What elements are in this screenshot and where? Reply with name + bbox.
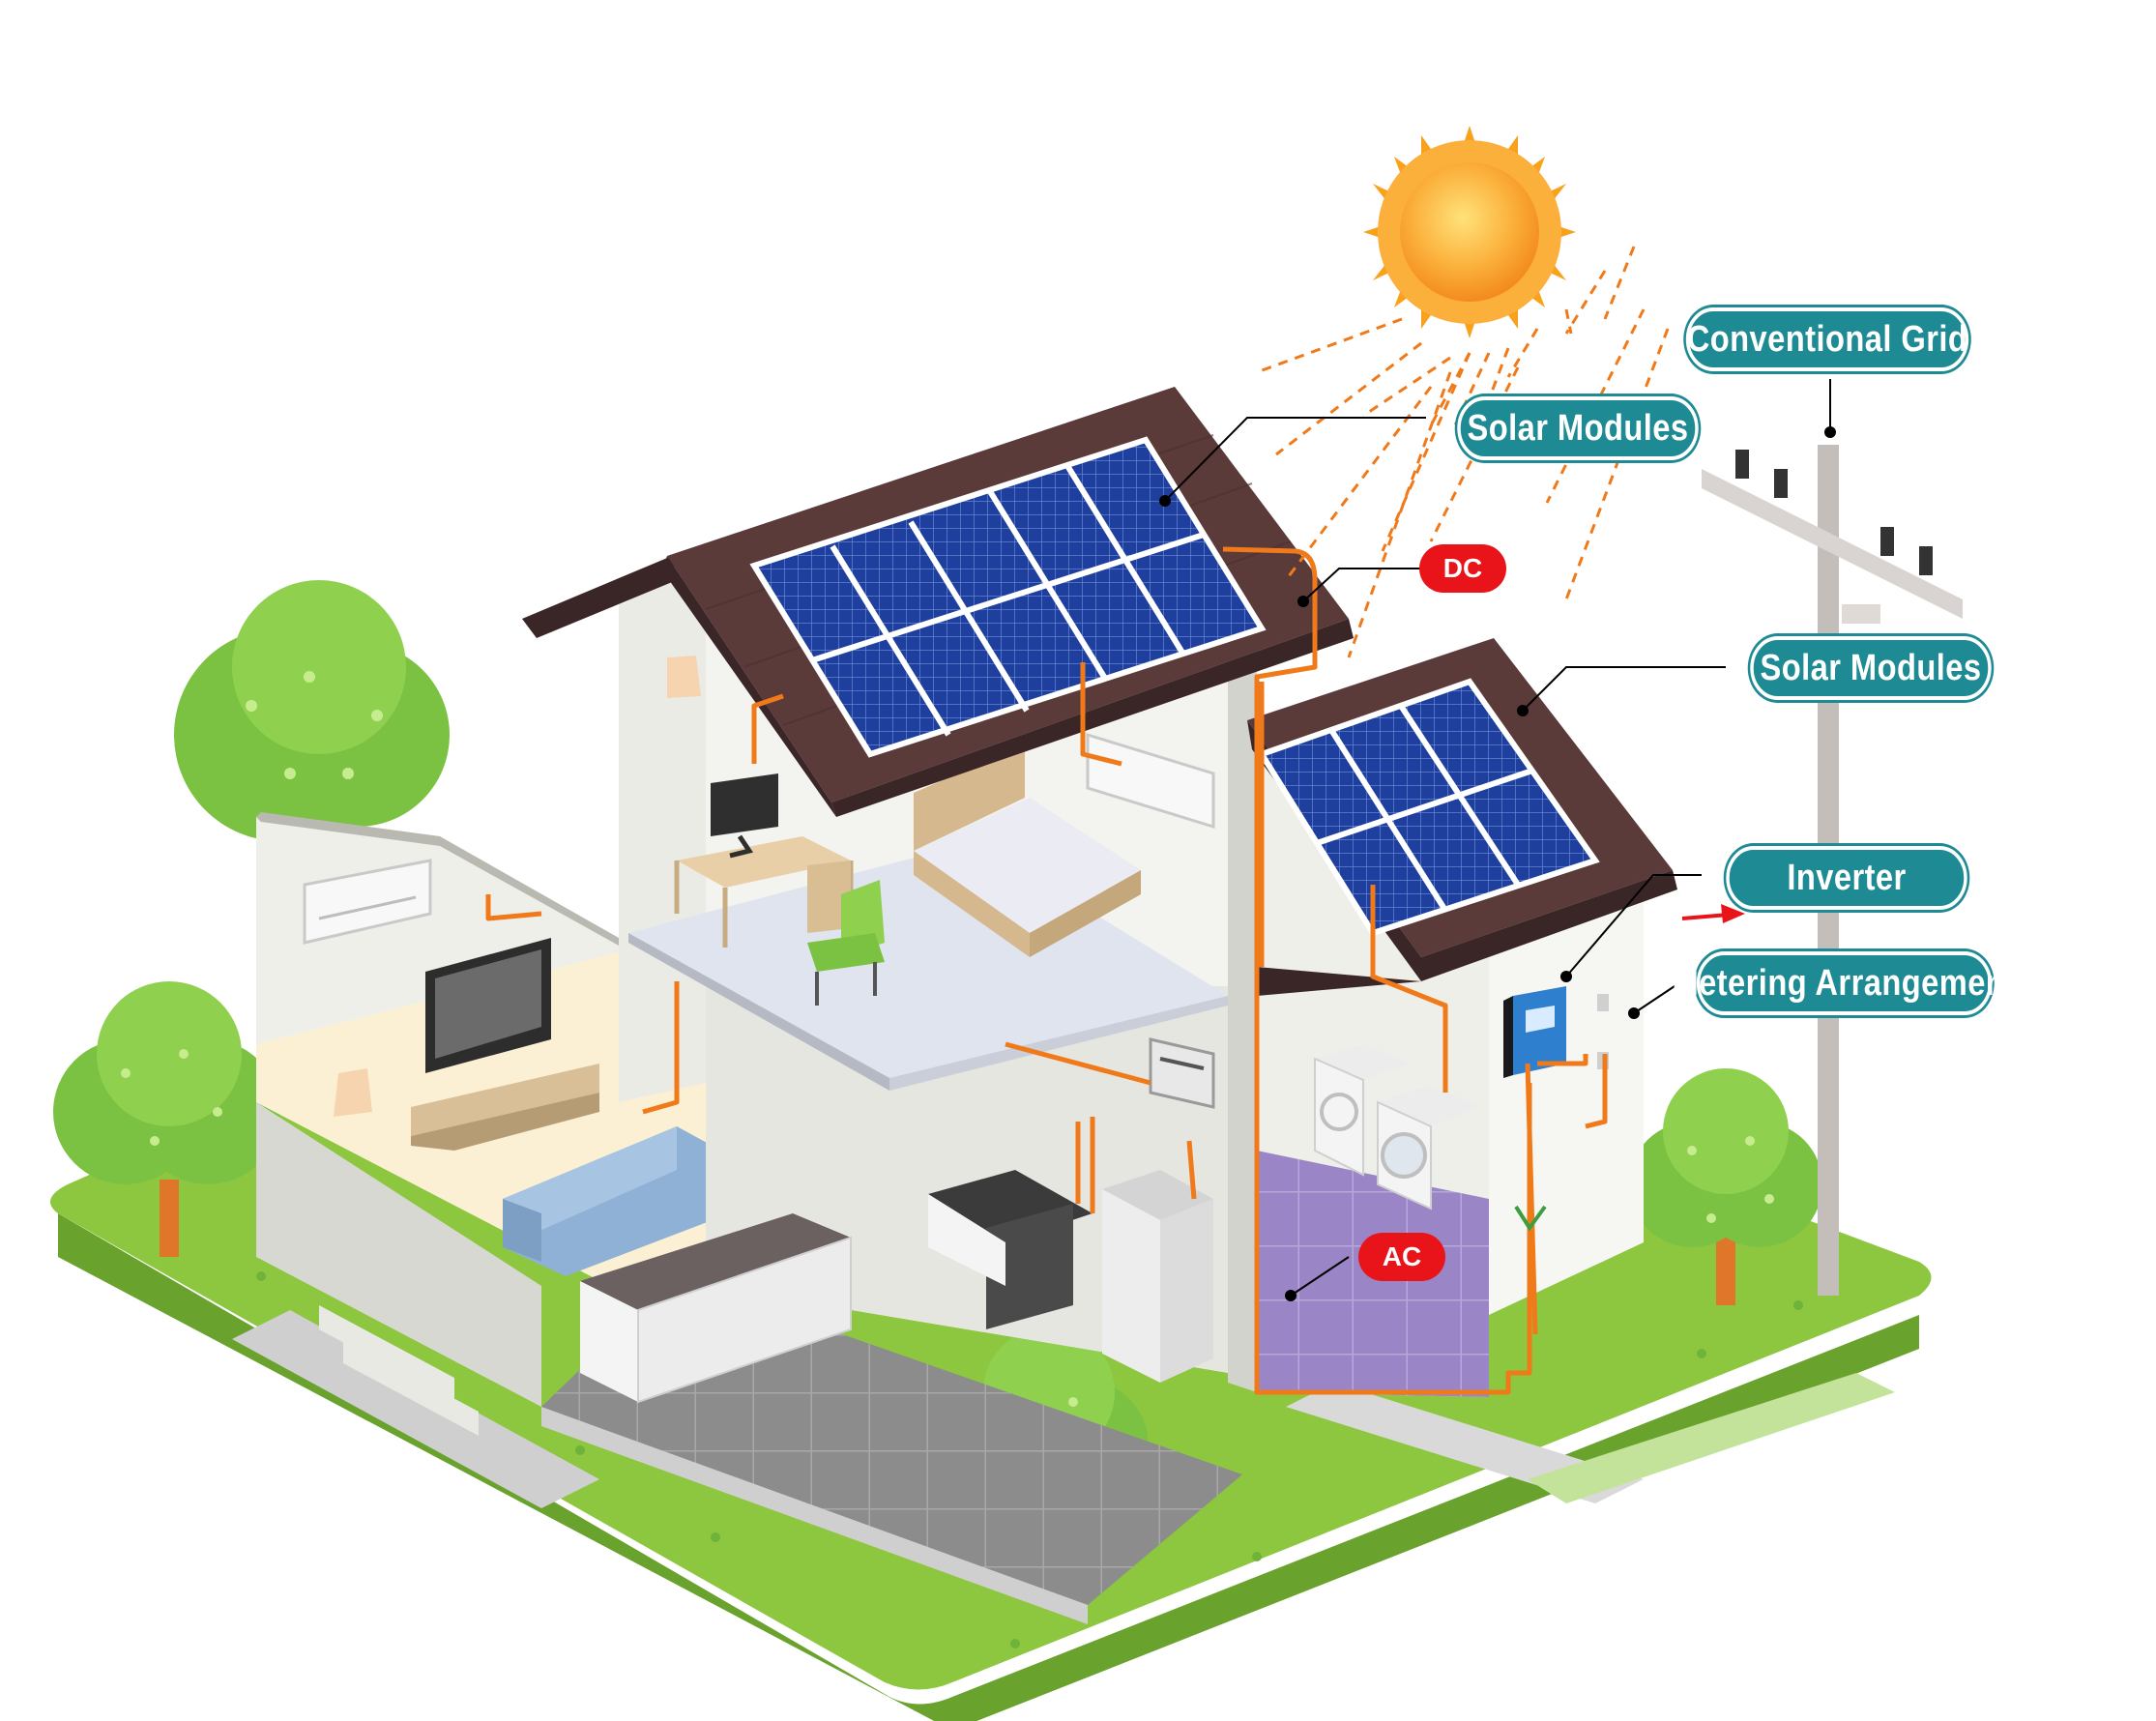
wiring: [485, 546, 1608, 1395]
tag-ac: AC: [1358, 1233, 1445, 1281]
washer-1: [1314, 1044, 1412, 1177]
main-house: [522, 387, 1354, 1624]
leader-dots: [1159, 426, 1836, 1301]
kitchen-island: [580, 1213, 852, 1404]
ac-unit-living: [303, 859, 432, 945]
monitor: [711, 773, 778, 859]
main-roof: [522, 387, 1354, 817]
chair: [807, 880, 885, 1006]
label-inverter: Inverter: [1726, 846, 1967, 910]
sofa: [503, 1126, 730, 1276]
desk: [674, 836, 854, 948]
label-solar-modules-upper: Solar Modules: [1457, 396, 1699, 460]
fridge: [1102, 1170, 1213, 1383]
lamp-left: [334, 1068, 372, 1117]
front-path: [232, 1310, 599, 1508]
grid-arrow-head: [1721, 904, 1745, 923]
lamp-upper: [667, 656, 701, 698]
annex-roof: [1247, 638, 1677, 996]
annex: [1247, 638, 1677, 1397]
solar-panel-array-main: [749, 436, 1267, 758]
ac-unit-bedroom: [1086, 732, 1215, 830]
sun-icon: [1363, 126, 1576, 338]
solar-panel-array-annex: [1257, 678, 1600, 937]
tag-dc: DC: [1419, 544, 1506, 593]
tv-living: [425, 938, 551, 1073]
tree-right: [1629, 1068, 1822, 1305]
sun-rays: [1256, 246, 1670, 658]
breaker-box: [1149, 1037, 1215, 1109]
washer-2: [1377, 1085, 1479, 1211]
tv-cabinet: [411, 1064, 599, 1136]
ac-flow-arrow: [1514, 1205, 1547, 1232]
label-metering-arrangement: Metering Arrangement: [1672, 951, 2016, 1015]
leader-lines: [1164, 379, 1831, 1297]
stove: [928, 1170, 1093, 1329]
tree-left-front: [53, 981, 280, 1257]
label-solar-modules-lower: Solar Modules: [1750, 636, 1992, 700]
label-conventional-grid: Conventional Grid: [1685, 307, 1969, 371]
bed: [914, 744, 1141, 957]
inverter-box: [1503, 986, 1566, 1078]
